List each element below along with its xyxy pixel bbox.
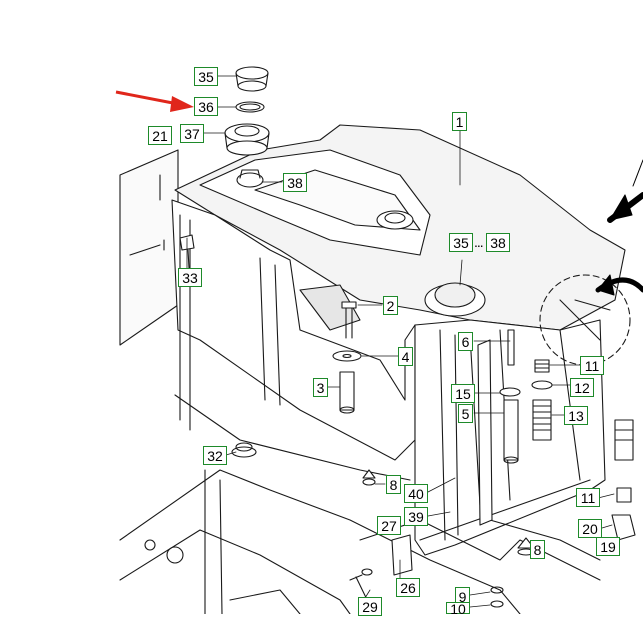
- callout-3: 3: [313, 378, 328, 397]
- bracket-27-part: [391, 534, 413, 576]
- callout-27: 27: [377, 516, 401, 535]
- callout-12: 12: [570, 378, 594, 397]
- callout-5: 5: [458, 404, 473, 423]
- leader-lines: [186, 75, 615, 608]
- callout-36: 36: [194, 97, 218, 116]
- washer-4-part: [332, 350, 362, 362]
- reference-dots: ...: [474, 234, 484, 250]
- callout-2: 2: [383, 296, 398, 315]
- callout-40: 40: [404, 484, 428, 503]
- callout-4: 4: [398, 347, 413, 366]
- callout-1: 1: [452, 112, 467, 131]
- tank-body-part: [171, 124, 631, 556]
- callout-15: 15: [451, 384, 475, 403]
- flange-37-part: [224, 123, 270, 156]
- side-panel-part: [119, 149, 179, 346]
- bracket-5-part: [477, 339, 493, 526]
- callout-38: 38: [283, 173, 307, 192]
- cap-35-part: [235, 66, 269, 92]
- washer-15-part: [499, 387, 521, 397]
- red-pointer-arrow: [115, 90, 194, 112]
- callout-29: 29: [358, 597, 382, 616]
- callout-19: 19: [596, 537, 620, 556]
- filter-13-part: [532, 399, 552, 441]
- callout-37: 37: [180, 124, 204, 143]
- callout-32: 32: [203, 446, 227, 465]
- gasket-36-part: [235, 101, 265, 113]
- callout-26: 26: [396, 578, 420, 597]
- callout-8: 8: [386, 475, 401, 494]
- callout-35: 35: [194, 67, 218, 86]
- callout-10: 10: [446, 602, 470, 616]
- callout-6: 6: [458, 332, 473, 351]
- valve-11-part: [534, 359, 550, 373]
- callout-20: 20: [578, 519, 602, 538]
- direction-arrow-graphic: [595, 159, 643, 296]
- callout-38-right: 38: [486, 233, 510, 252]
- bumper-8-part: [362, 469, 376, 486]
- callout-39: 39: [404, 507, 428, 526]
- fitting-11-lower-part: [614, 419, 634, 503]
- bolt-2-part: [341, 301, 357, 339]
- callout-8-right: 8: [530, 540, 545, 559]
- fasteners-9-10-part: [490, 586, 504, 608]
- callout-33: 33: [178, 268, 202, 287]
- callout-11-lower: 11: [576, 488, 600, 507]
- sleeve-pipe-part: [503, 399, 519, 464]
- callout-35-right: 35: [449, 233, 473, 252]
- mount-32-part: [231, 442, 257, 458]
- spacer-3-part: [339, 371, 355, 414]
- fitting-38-part: [236, 169, 264, 188]
- callout-13: 13: [564, 406, 588, 425]
- elbow-20-part: [611, 514, 636, 541]
- callout-21: 21: [148, 126, 172, 145]
- rod-6-part: [507, 329, 515, 366]
- callout-11: 11: [580, 356, 604, 375]
